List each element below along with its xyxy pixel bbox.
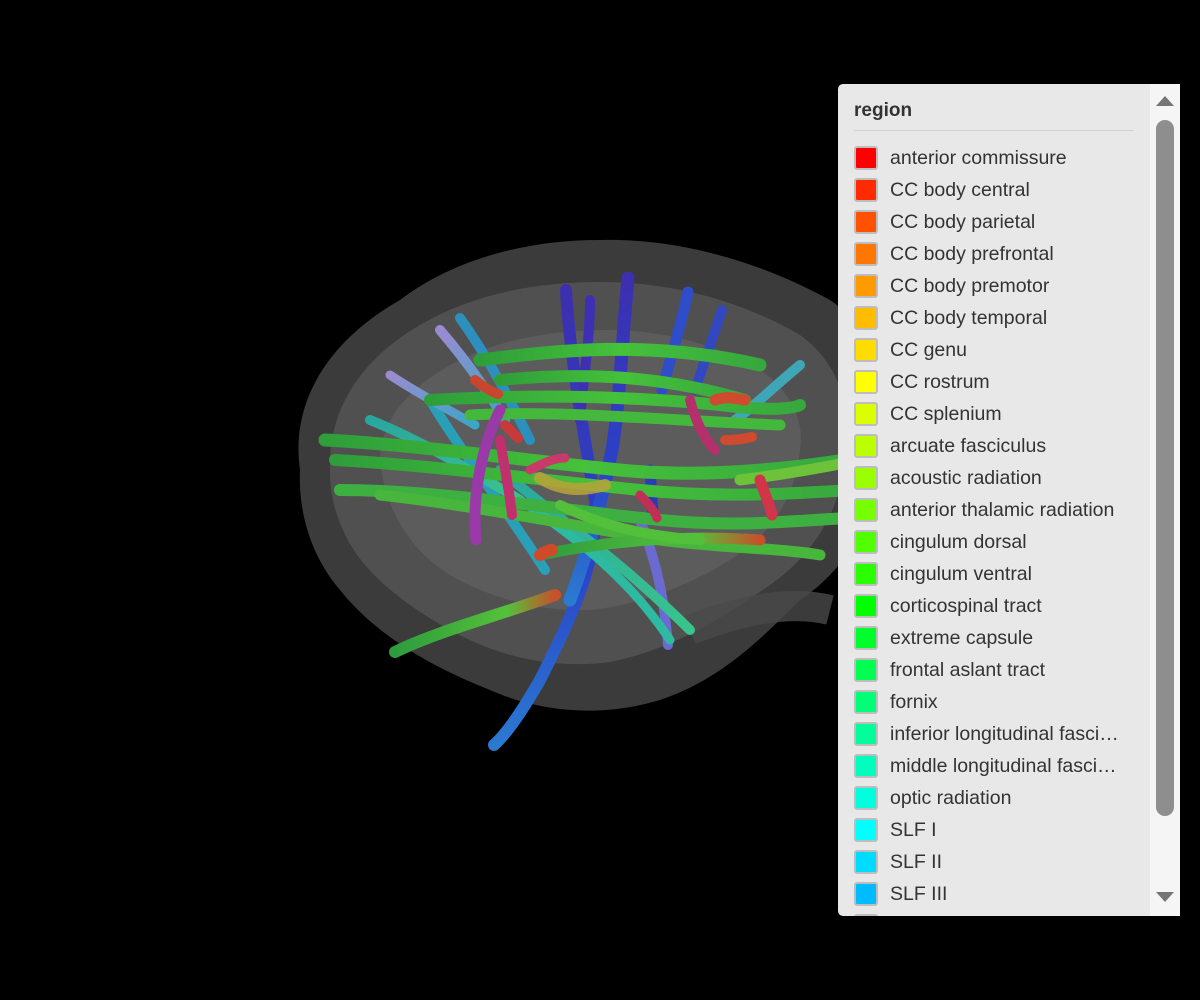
color-swatch — [854, 434, 878, 458]
legend-item-label: anterior thalamic radiation — [890, 498, 1115, 521]
legend-panel: region anterior commissure CC body centra… — [838, 84, 1180, 916]
legend-item[interactable]: CC body temporal — [854, 304, 1144, 336]
legend-item[interactable]: cingulum ventral — [854, 560, 1144, 592]
legend-item-label: acoustic radiation — [890, 466, 1042, 489]
color-swatch — [854, 722, 878, 746]
legend-item-label: CC body parietal — [890, 210, 1036, 233]
legend-item-label: middle longitudinal fasciculus — [890, 754, 1126, 777]
legend-item[interactable]: corticospinal tract — [854, 592, 1144, 624]
legend-item[interactable]: CC body premotor — [854, 272, 1144, 304]
legend-item-label: CC body premotor — [890, 274, 1050, 297]
scroll-up-arrow-icon[interactable] — [1156, 96, 1174, 106]
legend-item[interactable]: CC body parietal — [854, 208, 1144, 240]
legend-item-label: cingulum dorsal — [890, 530, 1027, 553]
color-swatch — [854, 690, 878, 714]
scrollbar-thumb[interactable] — [1156, 120, 1174, 816]
color-swatch — [854, 178, 878, 202]
legend-item-label: inferior longitudinal fasciculus — [890, 722, 1126, 745]
legend-item[interactable]: CC splenium — [854, 400, 1144, 432]
legend-item-label: SLF I — [890, 818, 937, 841]
legend-item[interactable]: fornix — [854, 688, 1144, 720]
legend-item[interactable]: CC body central — [854, 176, 1144, 208]
legend-item[interactable]: frontal aslant tract — [854, 656, 1144, 688]
color-swatch — [854, 242, 878, 266]
fiber-tracts — [318, 271, 856, 751]
legend-item[interactable]: CC rostrum — [854, 368, 1144, 400]
legend-item-label: frontal aslant tract — [890, 658, 1045, 681]
color-swatch — [854, 370, 878, 394]
color-swatch — [854, 786, 878, 810]
legend-item-label: SLF II — [890, 850, 943, 873]
legend-item-label: CC genu — [890, 338, 967, 361]
color-swatch — [854, 562, 878, 586]
legend-item-label: corticospinal tract — [890, 594, 1042, 617]
legend-item-label: extreme capsule — [890, 626, 1034, 649]
legend-item[interactable]: optic radiation — [854, 784, 1144, 816]
color-swatch — [854, 754, 878, 778]
legend-item-label: fornix — [890, 690, 938, 713]
legend-item-label: CC body prefrontal — [890, 242, 1054, 265]
color-swatch — [854, 338, 878, 362]
color-swatch — [854, 498, 878, 522]
legend-item[interactable]: anterior thalamic radiation — [854, 496, 1144, 528]
legend-item[interactable]: inferior longitudinal fasciculus — [854, 720, 1144, 752]
legend-title: region — [854, 100, 1134, 131]
legend-item[interactable]: extreme capsule — [854, 624, 1144, 656]
legend-item-label: CC body temporal — [890, 306, 1048, 329]
legend-item[interactable]: cingulum dorsal — [854, 528, 1144, 560]
color-swatch — [854, 466, 878, 490]
legend-scrollbar[interactable] — [1150, 84, 1180, 916]
legend-item[interactable]: arcuate fasciculus — [854, 432, 1144, 464]
legend-item-label: CC rostrum — [890, 370, 990, 393]
legend-item[interactable]: SLF I — [854, 816, 1144, 848]
legend-item[interactable] — [854, 912, 1144, 916]
color-swatch — [854, 210, 878, 234]
legend-item[interactable]: SLF II — [854, 848, 1144, 880]
color-swatch — [854, 402, 878, 426]
color-swatch — [854, 850, 878, 874]
legend-item-label: CC body central — [890, 178, 1030, 201]
color-swatch — [854, 658, 878, 682]
legend-items: anterior commissure CC body central CC bod… — [854, 144, 1144, 916]
legend-item[interactable]: acoustic radiation — [854, 464, 1144, 496]
color-swatch — [854, 530, 878, 554]
legend-item[interactable]: middle longitudinal fasciculus — [854, 752, 1144, 784]
color-swatch — [854, 594, 878, 618]
color-swatch — [854, 274, 878, 298]
legend-item-label: arcuate fasciculus — [890, 434, 1047, 457]
color-swatch — [854, 818, 878, 842]
color-swatch — [854, 914, 878, 916]
color-swatch — [854, 626, 878, 650]
legend-item[interactable]: CC genu — [854, 336, 1144, 368]
legend-list-container[interactable]: region anterior commissure CC body centra… — [838, 84, 1150, 916]
legend-item-label: SLF III — [890, 882, 948, 905]
scroll-down-arrow-icon[interactable] — [1156, 892, 1174, 902]
color-swatch — [854, 306, 878, 330]
legend-item-label: cingulum ventral — [890, 562, 1032, 585]
legend-item-label: anterior commissure — [890, 146, 1067, 169]
legend-item[interactable]: anterior commissure — [854, 144, 1144, 176]
legend-item-label: optic radiation — [890, 786, 1012, 809]
legend-item[interactable]: CC body prefrontal — [854, 240, 1144, 272]
legend-item[interactable]: SLF III — [854, 880, 1144, 912]
color-swatch — [854, 146, 878, 170]
color-swatch — [854, 882, 878, 906]
legend-item-label: CC splenium — [890, 402, 1002, 425]
